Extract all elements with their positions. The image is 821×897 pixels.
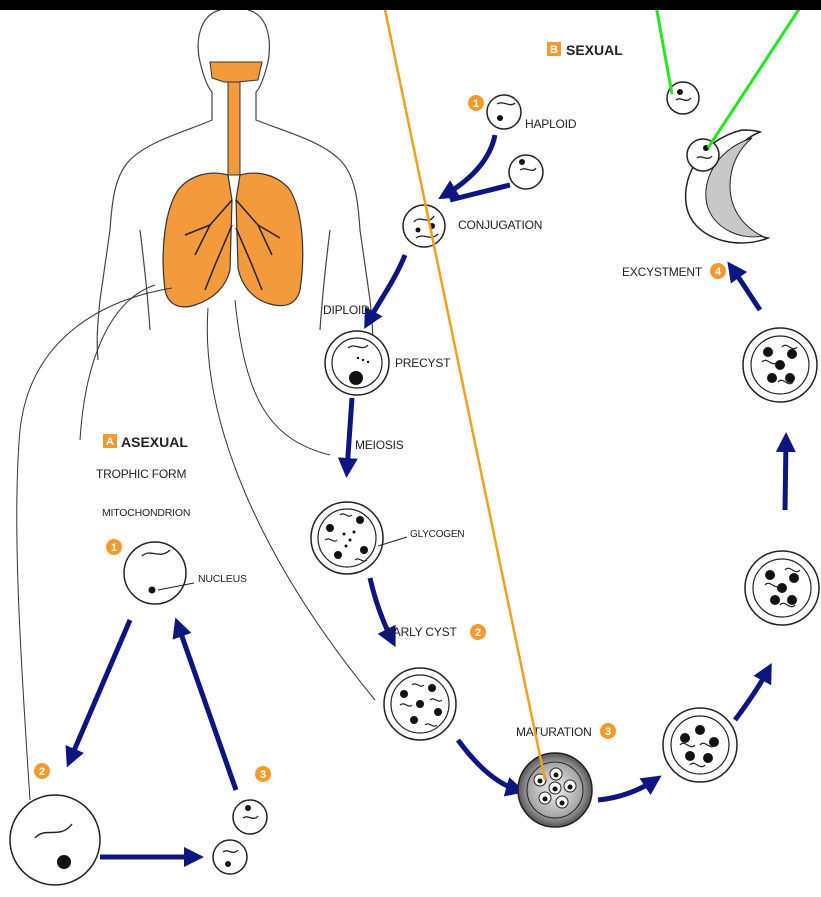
mitochondrion-label: MITOCHONDRION	[102, 507, 190, 519]
step-badge-number: 3	[605, 726, 611, 738]
early-cyst-label: EARLY CYST	[385, 625, 457, 639]
sexual-heading: SEXUAL	[566, 42, 623, 58]
arrow	[785, 440, 786, 510]
asexual-heading: ASEXUAL	[121, 434, 188, 450]
arrow	[735, 670, 768, 720]
cell-icon	[687, 139, 719, 171]
arrow	[732, 268, 760, 310]
cyst-icon	[743, 328, 817, 402]
section-a-letter: A	[106, 436, 114, 448]
arrow	[70, 620, 130, 760]
cyst-icon	[311, 502, 383, 574]
meiosis-label: MEIOSIS	[355, 438, 404, 452]
step-badge-number: 2	[39, 766, 45, 778]
annotation-line-green	[655, 0, 672, 94]
cyst-icon	[518, 753, 592, 827]
step-badge-number: 1	[111, 542, 117, 554]
precyst-label: PRECYST	[395, 356, 451, 370]
cell-icon	[233, 800, 267, 834]
conjugation-label: CONJUGATION	[458, 218, 542, 232]
arrow	[445, 135, 495, 195]
arrow	[458, 740, 518, 790]
cell-icon	[325, 331, 389, 395]
lungs-icon	[163, 62, 303, 307]
annotation-line-green	[708, 0, 805, 148]
top-bar	[0, 0, 821, 10]
step-badge-number: 3	[260, 769, 266, 781]
step-badge-number: 2	[475, 627, 481, 639]
step-badge-number: 4	[715, 266, 722, 278]
cyst-icon	[745, 551, 819, 625]
glycogen-label: GLYCOGEN	[410, 529, 464, 540]
maturation-label: MATURATION	[516, 725, 592, 739]
cell-icon	[124, 542, 186, 604]
arrow	[598, 780, 655, 800]
cyst-icon	[663, 708, 737, 782]
cell-icon	[403, 205, 445, 247]
cell-icon	[213, 840, 247, 874]
arrow	[347, 398, 352, 470]
nucleus-label: NUCLEUS	[198, 573, 247, 585]
step-badge-number: 1	[473, 98, 479, 110]
haploid-label: HAPLOID	[525, 117, 577, 131]
arrow	[178, 625, 236, 790]
diploid-label: DIPLOID	[323, 303, 370, 317]
cell-icon	[487, 95, 521, 129]
arrow	[368, 255, 405, 322]
cell-icon	[10, 795, 100, 885]
trophic-form-label: TROPHIC FORM	[96, 467, 186, 481]
section-b-letter: B	[550, 44, 558, 56]
cyst-icon	[384, 668, 456, 740]
excystment-label: EXCYSTMENT	[622, 265, 703, 279]
cell-icon	[509, 155, 543, 189]
